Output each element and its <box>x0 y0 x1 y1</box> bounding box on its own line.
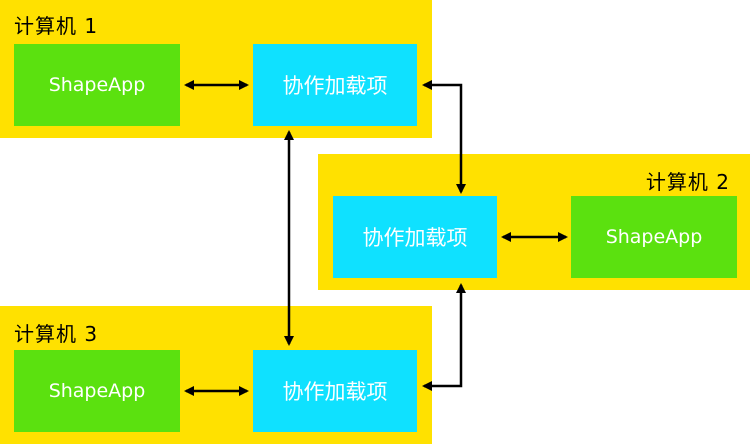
arrow-c1-addin-c2-addin <box>422 80 466 194</box>
computer-1-addin: 协作加载项 <box>253 44 417 126</box>
computer-1-panel: 计算机 1 ShapeApp 协作加载项 <box>0 0 432 138</box>
computer-2-label: 计算机 2 <box>645 170 730 194</box>
computer-3-addin: 协作加载项 <box>253 350 417 432</box>
computer-3-app: ShapeApp <box>14 350 180 432</box>
computer-2-panel: 计算机 2 协作加载项 ShapeApp <box>318 154 750 290</box>
computer-1-label: 计算机 1 <box>14 14 99 38</box>
arrow-c3-addin-c2-addin <box>422 283 466 391</box>
computer-1-app: ShapeApp <box>14 44 180 126</box>
computer-3-panel: 计算机 3 ShapeApp 协作加载项 <box>0 306 432 444</box>
computer-2-addin: 协作加载项 <box>333 196 497 278</box>
computer-3-label: 计算机 3 <box>14 322 99 346</box>
computer-2-app: ShapeApp <box>571 196 737 278</box>
